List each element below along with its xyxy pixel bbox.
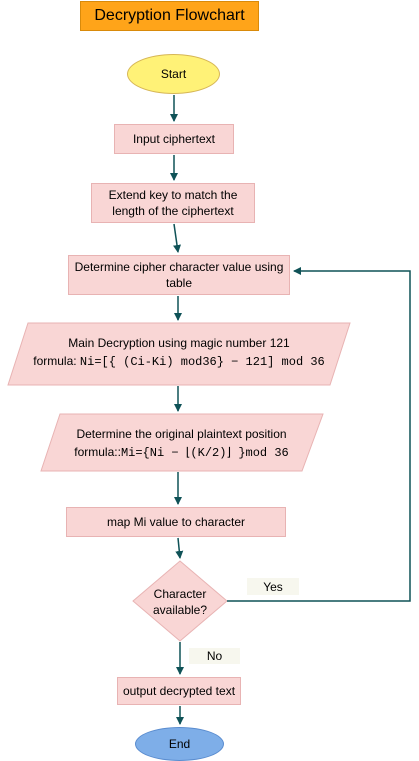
arrow-yes-loop [227,267,411,602]
flowchart-title: Decryption Flowchart [80,1,259,31]
yes-edge-label: Yes [247,578,299,595]
end-node: End [135,727,224,761]
plaintext-position-line-1: Determine the original plaintext positio… [76,427,287,441]
determine-value-line-1: Determine cipher character value using [74,259,284,274]
input-ciphertext-node: Input ciphertext [114,124,234,154]
determine-cipher-value-node: Determine cipher character value using t… [68,255,290,295]
arrow-extend-to-determine [173,223,181,253]
decision-line-1: Character [153,587,207,601]
main-decryption-formula-line: formula: Ni=[{ (Ci-Ki) mod36} − 121] mod… [33,354,325,369]
plaintext-position-parallelogram [40,413,324,472]
main-decryption-parallelogram [7,322,351,386]
determine-value-line-2: table [165,276,193,290]
main-decryption-formula: Ni=[{ (Ci-Ki) mod36} − 121] mod 36 [79,355,325,369]
no-edge-label: No [189,648,240,664]
decision-diamond [132,560,228,642]
main-decryption-text: Main Decryption using magic number 121 f… [18,334,340,371]
extend-key-line-1: Extend key to match the [108,187,238,202]
main-decryption-line-1: Main Decryption using magic number 121 [68,336,290,350]
start-node: Start [127,54,220,94]
output-decrypted-node: output decrypted text [117,677,241,705]
decision-line-2: available? [152,602,208,617]
map-character-node: map Mi value to character [66,507,286,537]
extend-key-line-2: length of the ciphertext [112,204,234,218]
decision-text: Character available? [138,587,222,618]
plaintext-position-formula-line: formula::Mi={Ni − ⌊(K/2)⌋ }mod 36 [74,445,289,460]
plaintext-position-formula: Mi={Ni − ⌊(K/2)⌋ }mod 36 [120,446,289,460]
arrow-map-to-decision [175,537,184,559]
extend-key-node: Extend key to match the length of the ci… [91,183,255,223]
plaintext-position-text: Determine the original plaintext positio… [50,425,313,462]
